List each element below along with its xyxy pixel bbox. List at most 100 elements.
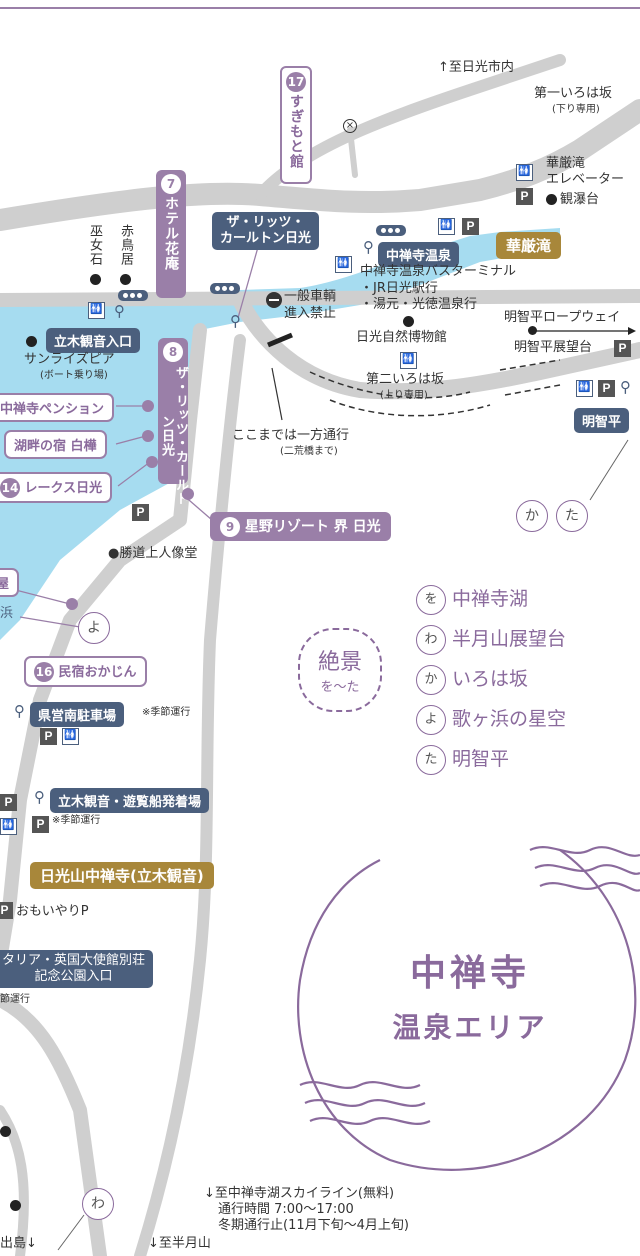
hama-label: 浜 (0, 606, 14, 621)
parking-icon: P (32, 816, 49, 833)
number-16: 16 (34, 662, 54, 682)
number-17: 17 (286, 72, 306, 92)
legend-item: た明智平 (416, 744, 509, 775)
oneway-bar (267, 332, 293, 348)
chuzenji-temple-label[interactable]: 日光山中禅寺(立木観音) (30, 862, 214, 889)
ritz-vertical-text: ザ・リッツ・カールトン日光 (159, 366, 188, 506)
hangetsu-pointer (57, 1214, 85, 1251)
parking-icon: P (614, 340, 631, 357)
bus-pole-icon: ⚲ (34, 788, 45, 806)
ropeway-arrow (628, 327, 636, 335)
ritz-dot (182, 488, 194, 500)
legend-marker: よ (416, 705, 446, 735)
zekkei-sub: を〜た (320, 680, 360, 695)
pension-dot (142, 400, 154, 412)
legend-marker: か (416, 665, 446, 695)
yuransen-label[interactable]: 立木観音・遊覧船発着場 (50, 788, 210, 813)
hotel-hanaan-text: ホテル花庵 (163, 196, 179, 271)
number-8: 8 (163, 342, 183, 362)
akatorii-label: 赤鳥居 (118, 224, 133, 266)
legend-text: 歌ヶ浜の星空 (452, 708, 567, 730)
jr-station-label: ・JR日光駅行 (360, 281, 438, 296)
shirakaba-label[interactable]: 湖畔の宿 白樺 (4, 430, 107, 459)
ritz-vertical-label[interactable]: 8 ザ・リッツ・カールトン日光 (158, 338, 188, 506)
area-title: 中禅寺 温泉エリア (360, 944, 580, 1046)
legend-item: かいろは坂 (416, 664, 528, 695)
bus-stop-icon (376, 225, 406, 236)
fujoseki-dot (90, 274, 101, 285)
okajin-label[interactable]: 16 民宿おかじん (24, 656, 147, 687)
kenei-label[interactable]: 県営南駐車場 (30, 702, 125, 727)
sunrise-sub: (ボート乗り場) (40, 370, 108, 381)
legend-item: を中禅寺湖 (416, 584, 528, 615)
iroha1-sub: (下り専用) (552, 104, 600, 115)
kenei-season: ※季節運行 (142, 707, 191, 718)
place-dot (0, 1126, 11, 1137)
embassy-label[interactable]: タリア・英国大使館別荘 記念公園入口 (0, 950, 154, 988)
legend-marker: わ (416, 625, 446, 655)
museum-label: 日光自然博物館 (356, 330, 448, 345)
marker-ka[interactable]: か (516, 500, 548, 532)
lake-shape (0, 228, 560, 640)
no-entry-label: 一般車輌 進入禁止 (284, 289, 337, 321)
legend-text: 明智平 (452, 748, 510, 770)
toilet-icon: 🚻 (88, 302, 105, 319)
ropeway-label: 明智平ロープウェイ (504, 310, 621, 325)
okajin-text: 民宿おかじん (58, 665, 137, 680)
iroha2-label: 第二いろは坂 (366, 372, 445, 387)
parking-icon: P (598, 380, 615, 397)
legend-text: いろは坂 (452, 668, 529, 690)
chuzenji-onsen-label[interactable]: 中禅寺温泉 (378, 242, 460, 267)
to-nikko-city: ↑至日光市内 (438, 60, 514, 75)
police-icon: × (343, 119, 357, 133)
bus-pole-icon: ⚲ (230, 312, 241, 330)
pension-label[interactable]: 中禅寺ペンション (0, 393, 115, 422)
sunrise-dot (26, 336, 37, 347)
skyline-label: ↓至中禅寺湖スカイライン(無料) (204, 1186, 395, 1201)
yuransen-season: ※季節運行 (52, 815, 101, 826)
akatorii-dot (120, 274, 131, 285)
hoshino-label[interactable]: 9 星野リゾート 界 日光 (210, 512, 391, 541)
ritz-top-label[interactable]: ザ・リッツ・ カールトン日光 (212, 212, 320, 250)
sugimoto-label[interactable]: 17 すぎもと館 (280, 66, 312, 184)
number-9: 9 (220, 517, 240, 537)
legend-marker: た (416, 745, 446, 775)
kegon-label[interactable]: 華厳滝 (496, 232, 562, 259)
iroha1-label: 第一いろは坂 (534, 86, 613, 101)
toilet-icon: 🚻 (0, 818, 17, 835)
akechi-pointer (589, 439, 629, 501)
oneway-sub: (二荒橋まで) (280, 446, 338, 457)
oneway-label: ここまでは一方通行 (232, 428, 350, 443)
marker-wa[interactable]: わ (82, 1188, 114, 1220)
legend-text: 半月山展望台 (452, 628, 567, 650)
shodo-label: ●勝道上人像堂 (108, 546, 198, 561)
lakes-dot (146, 456, 158, 468)
hotel-hanaan-label[interactable]: 7 ホテル花庵 (156, 170, 186, 298)
bus-pole-icon: ⚲ (14, 702, 25, 720)
parking-icon: P (132, 504, 149, 521)
parking-icon: P (0, 902, 13, 919)
bus-pole-icon: ⚲ (114, 302, 125, 320)
legend-marker: を (416, 585, 446, 615)
marker-ta[interactable]: た (556, 500, 588, 532)
akechi-label[interactable]: 明智平 (574, 408, 630, 433)
legend-item: わ半月山展望台 (416, 624, 566, 655)
bus-stop-icon (118, 290, 148, 301)
hoshino-text: 星野リゾート 界 日光 (244, 519, 381, 535)
kanbakudai-dot (546, 194, 557, 205)
tachiki-iriguchi-label[interactable]: 立木観音入口 (46, 328, 141, 353)
museum-dot (403, 316, 414, 327)
marker-yo[interactable]: よ (78, 612, 110, 644)
ropeway-dot (528, 326, 537, 335)
ya-label[interactable]: 屋 (0, 568, 20, 597)
lakes-label[interactable]: 14 レークス日光 (0, 472, 113, 503)
legend-text: 中禅寺湖 (452, 588, 529, 610)
no-entry-icon (266, 292, 282, 308)
shirakaba-dot (142, 430, 154, 442)
parking-icon: P (462, 218, 479, 235)
sunrise-label: サンライズピア (24, 352, 115, 367)
sugimoto-text: すぎもと館 (288, 94, 304, 169)
parking-icon: P (0, 794, 17, 811)
omoiyari-label: おもいやりP (16, 904, 89, 919)
